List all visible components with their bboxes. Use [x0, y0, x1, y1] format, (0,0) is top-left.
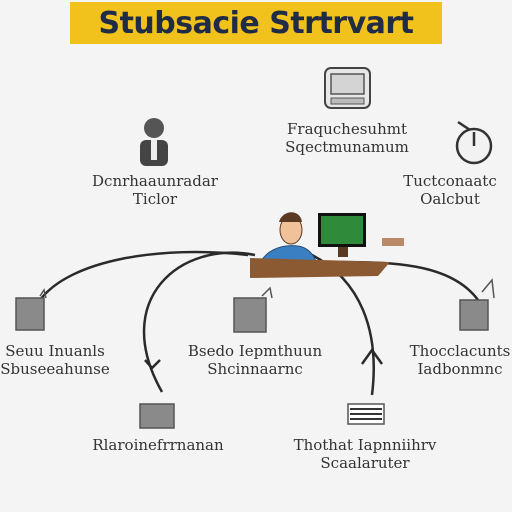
connector-left: [39, 250, 249, 301]
diagram-title: Stubsacie Strtrvart: [98, 5, 414, 41]
node-left-person-label: Dcnrhaaunradar Ticlor: [92, 172, 218, 208]
title-banner: Stubsacie Strtrvart: [70, 2, 442, 44]
clock-icon-right: [455, 120, 493, 165]
person-icon-left: [140, 118, 168, 166]
box-icon-right: [459, 278, 495, 331]
node-right-box-label: Thocclacunts Iadbonmnc: [409, 342, 511, 378]
arrowhead-right: [360, 347, 384, 365]
person-at-computer: [250, 212, 404, 278]
computer-icon-top: [324, 67, 371, 109]
box-icon-left: [15, 288, 47, 331]
keyboard-icon-bottom-right: [347, 403, 385, 425]
node-top-right-label: Fraquchesuhmt Sqectmunamum: [285, 120, 409, 156]
node-bottom-right-label: Thothat Iapnniihrv Scaalaruter: [293, 436, 437, 472]
arrowhead-left: [144, 359, 161, 370]
connector-middle-left: [142, 251, 256, 393]
node-middle-box-label: Bsedo Iepmthuun Shcinnaarnc: [187, 342, 323, 378]
box-icon-middle: [233, 286, 273, 333]
node-left-box-label: Seuu Inuanls Sbuseeahunse: [0, 342, 110, 378]
node-bottom-left-label: Rlaroinefrrnanan: [92, 436, 224, 454]
node-right-clock-label: Tuctconaatc Oalcbut: [403, 172, 497, 208]
box-icon-bottom-left: [139, 403, 175, 429]
